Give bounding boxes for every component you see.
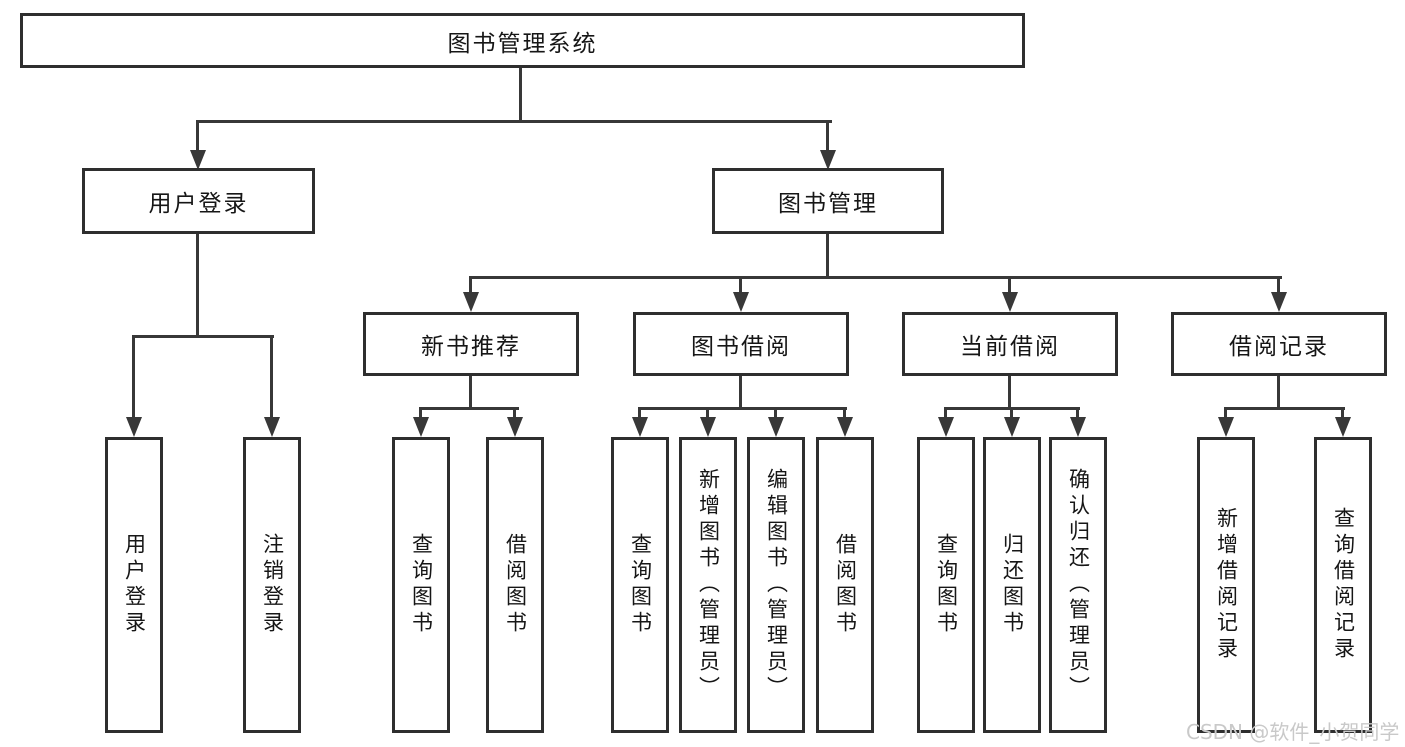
arrow-down-icon bbox=[1004, 417, 1020, 437]
connector-line bbox=[826, 232, 829, 279]
node-new-book-recommend-label: 新书推荐 bbox=[421, 334, 521, 360]
connector-line bbox=[419, 407, 422, 419]
arrow-down-icon bbox=[463, 292, 479, 312]
connector-line bbox=[826, 120, 829, 152]
csdn-watermark: CSDN @软件_小贺同学 bbox=[1186, 720, 1400, 744]
node-book-management: 图书管理 bbox=[712, 168, 944, 234]
arrow-down-icon bbox=[507, 417, 523, 437]
connector-line bbox=[469, 276, 1282, 279]
arrow-down-icon bbox=[1218, 417, 1234, 437]
leaf-query-book-current: 查询图书 bbox=[917, 437, 975, 733]
leaf-borrow-book-recommend-label: 借阅图书 bbox=[503, 533, 528, 637]
arrow-down-icon bbox=[733, 292, 749, 312]
leaf-user-login: 用户登录 bbox=[105, 437, 163, 733]
leaf-borrow-book-recommend: 借阅图书 bbox=[486, 437, 544, 733]
connector-line bbox=[196, 120, 199, 152]
node-user-login-label: 用户登录 bbox=[148, 191, 249, 217]
arrow-down-icon bbox=[632, 417, 648, 437]
connector-line bbox=[419, 407, 519, 410]
leaf-confirm-return-admin: 确认归还（管理员） bbox=[1049, 437, 1107, 733]
arrow-down-icon bbox=[190, 150, 206, 170]
leaf-return-book-label: 归还图书 bbox=[1000, 533, 1025, 637]
connector-line bbox=[944, 407, 947, 419]
node-current-borrow-label: 当前借阅 bbox=[960, 334, 1060, 360]
node-current-borrow: 当前借阅 bbox=[902, 312, 1118, 376]
leaf-query-borrow-record-label: 查询借阅记录 bbox=[1331, 507, 1356, 663]
leaf-logout-label: 注销登录 bbox=[260, 533, 285, 637]
arrow-down-icon bbox=[264, 417, 280, 437]
node-book-borrow-label: 图书借阅 bbox=[691, 334, 791, 360]
connector-line bbox=[1224, 407, 1345, 410]
arrow-down-icon bbox=[768, 417, 784, 437]
connector-line bbox=[1277, 376, 1280, 410]
arrow-down-icon bbox=[1002, 292, 1018, 312]
leaf-query-book-recommend: 查询图书 bbox=[392, 437, 450, 733]
leaf-return-book: 归还图书 bbox=[983, 437, 1041, 733]
leaf-query-book-borrow: 查询图书 bbox=[611, 437, 669, 733]
leaf-query-book-current-label: 查询图书 bbox=[934, 533, 959, 637]
connector-line bbox=[132, 335, 135, 419]
leaf-confirm-return-admin-label: 确认归还（管理员） bbox=[1066, 468, 1091, 702]
node-root-label: 图书管理系统 bbox=[447, 30, 598, 57]
connector-line bbox=[469, 376, 472, 410]
connector-line bbox=[132, 335, 274, 338]
node-book-borrow: 图书借阅 bbox=[633, 312, 849, 376]
node-borrow-records: 借阅记录 bbox=[1171, 312, 1387, 376]
arrow-down-icon bbox=[1271, 292, 1287, 312]
arrow-down-icon bbox=[1335, 417, 1351, 437]
arrow-down-icon bbox=[126, 417, 142, 437]
leaf-query-borrow-record: 查询借阅记录 bbox=[1314, 437, 1372, 733]
connector-line bbox=[1341, 407, 1344, 419]
leaf-borrow-book-borrow: 借阅图书 bbox=[816, 437, 874, 733]
node-user-login: 用户登录 bbox=[82, 168, 315, 234]
leaf-user-login-label: 用户登录 bbox=[122, 533, 147, 637]
connector-line bbox=[739, 376, 742, 410]
arrow-down-icon bbox=[413, 417, 429, 437]
leaf-edit-book-admin: 编辑图书（管理员） bbox=[747, 437, 805, 733]
arrow-down-icon bbox=[700, 417, 716, 437]
leaf-edit-book-admin-label: 编辑图书（管理员） bbox=[764, 468, 789, 702]
arrow-down-icon bbox=[837, 417, 853, 437]
node-new-book-recommend: 新书推荐 bbox=[363, 312, 579, 376]
connector-line bbox=[1076, 407, 1079, 419]
connector-line bbox=[196, 232, 199, 337]
leaf-add-book-admin: 新增图书（管理员） bbox=[679, 437, 737, 733]
connector-line bbox=[1277, 276, 1280, 294]
node-book-management-label: 图书管理 bbox=[778, 191, 878, 217]
leaf-add-borrow-record: 新增借阅记录 bbox=[1197, 437, 1255, 733]
connector-line bbox=[638, 407, 847, 410]
connector-line bbox=[774, 407, 777, 419]
connector-line bbox=[739, 276, 742, 294]
leaf-query-book-recommend-label: 查询图书 bbox=[409, 533, 434, 637]
connector-line bbox=[706, 407, 709, 419]
connector-line bbox=[519, 66, 522, 123]
connector-line bbox=[469, 276, 472, 294]
connector-line bbox=[843, 407, 846, 419]
arrow-down-icon bbox=[938, 417, 954, 437]
arrow-down-icon bbox=[1070, 417, 1086, 437]
connector-line bbox=[1008, 376, 1011, 410]
leaf-query-book-borrow-label: 查询图书 bbox=[628, 533, 653, 637]
node-borrow-records-label: 借阅记录 bbox=[1229, 334, 1329, 360]
connector-line bbox=[638, 407, 641, 419]
connector-line bbox=[1224, 407, 1227, 419]
connector-line bbox=[1008, 276, 1011, 294]
node-root: 图书管理系统 bbox=[20, 13, 1025, 68]
connector-line bbox=[1010, 407, 1013, 419]
connector-line bbox=[270, 335, 273, 419]
connector-line bbox=[513, 407, 516, 419]
leaf-add-book-admin-label: 新增图书（管理员） bbox=[696, 468, 721, 702]
leaf-logout: 注销登录 bbox=[243, 437, 301, 733]
arrow-down-icon bbox=[820, 150, 836, 170]
leaf-add-borrow-record-label: 新增借阅记录 bbox=[1214, 507, 1239, 663]
connector-line bbox=[196, 120, 832, 123]
leaf-borrow-book-borrow-label: 借阅图书 bbox=[833, 533, 858, 637]
